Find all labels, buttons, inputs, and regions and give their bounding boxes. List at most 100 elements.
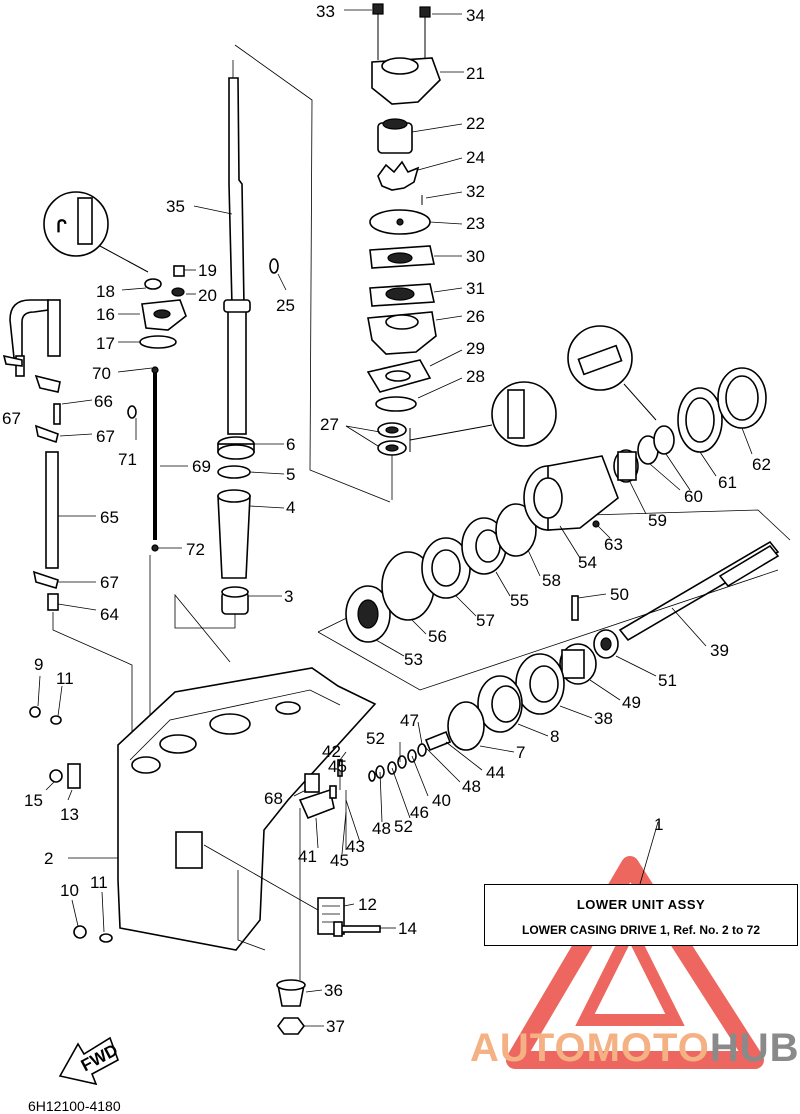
callout: 8 — [550, 727, 559, 746]
callout: 17 — [96, 334, 115, 353]
callout: 71 — [118, 450, 137, 469]
washer-11a — [50, 715, 62, 725]
callout: 5 — [286, 465, 295, 484]
callout: 38 — [594, 709, 613, 728]
bearing-59 — [613, 449, 639, 483]
hose-66-and-clips — [32, 403, 133, 740]
bushing-3 — [221, 586, 249, 615]
oil-seal-pair-27 — [377, 422, 493, 456]
detail-callout-grease-mid — [491, 381, 557, 447]
callout: 59 — [648, 511, 667, 530]
callout: 6 — [286, 435, 295, 454]
ring-nut-62 — [717, 367, 767, 429]
callout: 70 — [92, 364, 111, 383]
detail-callout-grease-right — [567, 325, 657, 421]
callout: 9 — [34, 655, 43, 674]
detail-callout-grease-left: ᒋ — [43, 191, 149, 273]
callout: 62 — [752, 455, 771, 474]
callout: 18 — [96, 282, 115, 301]
callout: 41 — [298, 847, 317, 866]
outer-plate-cartridge — [369, 195, 431, 235]
callout: 21 — [466, 64, 485, 83]
bolt-19 — [173, 265, 185, 277]
shim-7 — [447, 701, 485, 751]
callout: 11 — [56, 669, 74, 688]
pump-plate-31 — [369, 283, 435, 307]
callout: 48 — [372, 819, 391, 838]
callout: 33 — [316, 2, 335, 21]
callout: 28 — [466, 367, 485, 386]
callout: 12 — [358, 895, 377, 914]
callout: 27 — [320, 415, 339, 434]
shift-rod-69 — [127, 366, 159, 730]
plate-13 — [67, 763, 81, 789]
watermark-part2: HUB — [709, 1026, 800, 1070]
pinion-gear-36 — [276, 979, 306, 1007]
shift-rod-bushing-16 — [141, 299, 187, 331]
callout: 45 — [328, 757, 347, 776]
callout: 57 — [476, 611, 495, 630]
shift-plunger-49 — [559, 643, 597, 685]
callout: 60 — [684, 487, 703, 506]
callout: 20 — [198, 286, 217, 305]
callout: 66 — [94, 392, 113, 411]
assembly-subtitle: LOWER CASING DRIVE 1, Ref. No. 2 to 72 — [521, 923, 761, 937]
bearing-55 — [461, 517, 507, 575]
callout: 2 — [44, 849, 53, 868]
callout: 52 — [394, 817, 413, 836]
callout: 67 — [100, 573, 119, 592]
title-box: LOWER UNIT ASSY LOWER CASING DRIVE 1, Re… — [484, 884, 798, 946]
callout: 7 — [516, 743, 525, 762]
callout: 51 — [658, 671, 677, 690]
callout: 55 — [510, 591, 529, 610]
callout: 13 — [60, 805, 79, 824]
bolt-15 — [49, 769, 63, 783]
callout: 30 — [466, 247, 485, 266]
callout: 69 — [192, 457, 211, 476]
watermark-text: AUTOMOTOHUB — [470, 1026, 800, 1071]
gasket-29 — [366, 359, 432, 393]
clutch-dog-51 — [593, 629, 619, 659]
oil-seal-60b — [653, 425, 675, 455]
callout: 32 — [466, 182, 485, 201]
callout: 67 — [2, 409, 21, 428]
claw-washer-61 — [677, 387, 723, 453]
watermark-logo — [506, 856, 764, 1069]
callout: 44 — [486, 763, 505, 782]
callout: 3 — [284, 587, 293, 606]
reverse-gear-53 — [345, 585, 391, 643]
callout: 49 — [622, 693, 641, 712]
callout: 10 — [60, 881, 79, 900]
callout: 63 — [604, 535, 623, 554]
svg-text:ᒋ: ᒋ — [56, 217, 67, 236]
callout: 72 — [186, 540, 205, 559]
o-ring-28 — [375, 396, 417, 412]
callout: 26 — [466, 307, 485, 326]
pin-50 — [571, 595, 579, 621]
bolt-10 — [73, 925, 87, 939]
washer-20 — [171, 287, 185, 297]
bolt-9 — [29, 706, 41, 718]
bearing-6 — [217, 436, 255, 460]
callout: 15 — [24, 791, 43, 810]
shim-5 — [217, 465, 251, 479]
o-ring-58 — [495, 503, 537, 557]
thrust-washer-57 — [421, 537, 471, 599]
pump-base-26 — [367, 311, 437, 355]
callout: 16 — [96, 305, 115, 324]
callout: 42 — [322, 742, 341, 761]
callout: 64 — [100, 605, 119, 624]
callout: 52 — [366, 729, 385, 748]
callout: 54 — [578, 553, 597, 572]
callout: 34 — [466, 6, 485, 25]
callout: 46 — [410, 803, 429, 822]
callout: 48 — [462, 777, 481, 796]
callout: 67 — [96, 427, 115, 446]
callout: 45 — [330, 851, 349, 870]
washer-11b — [99, 933, 113, 943]
callout: 53 — [404, 650, 423, 669]
callout: 47 — [400, 711, 419, 730]
impeller — [377, 160, 420, 191]
sleeve-4 — [217, 489, 251, 579]
